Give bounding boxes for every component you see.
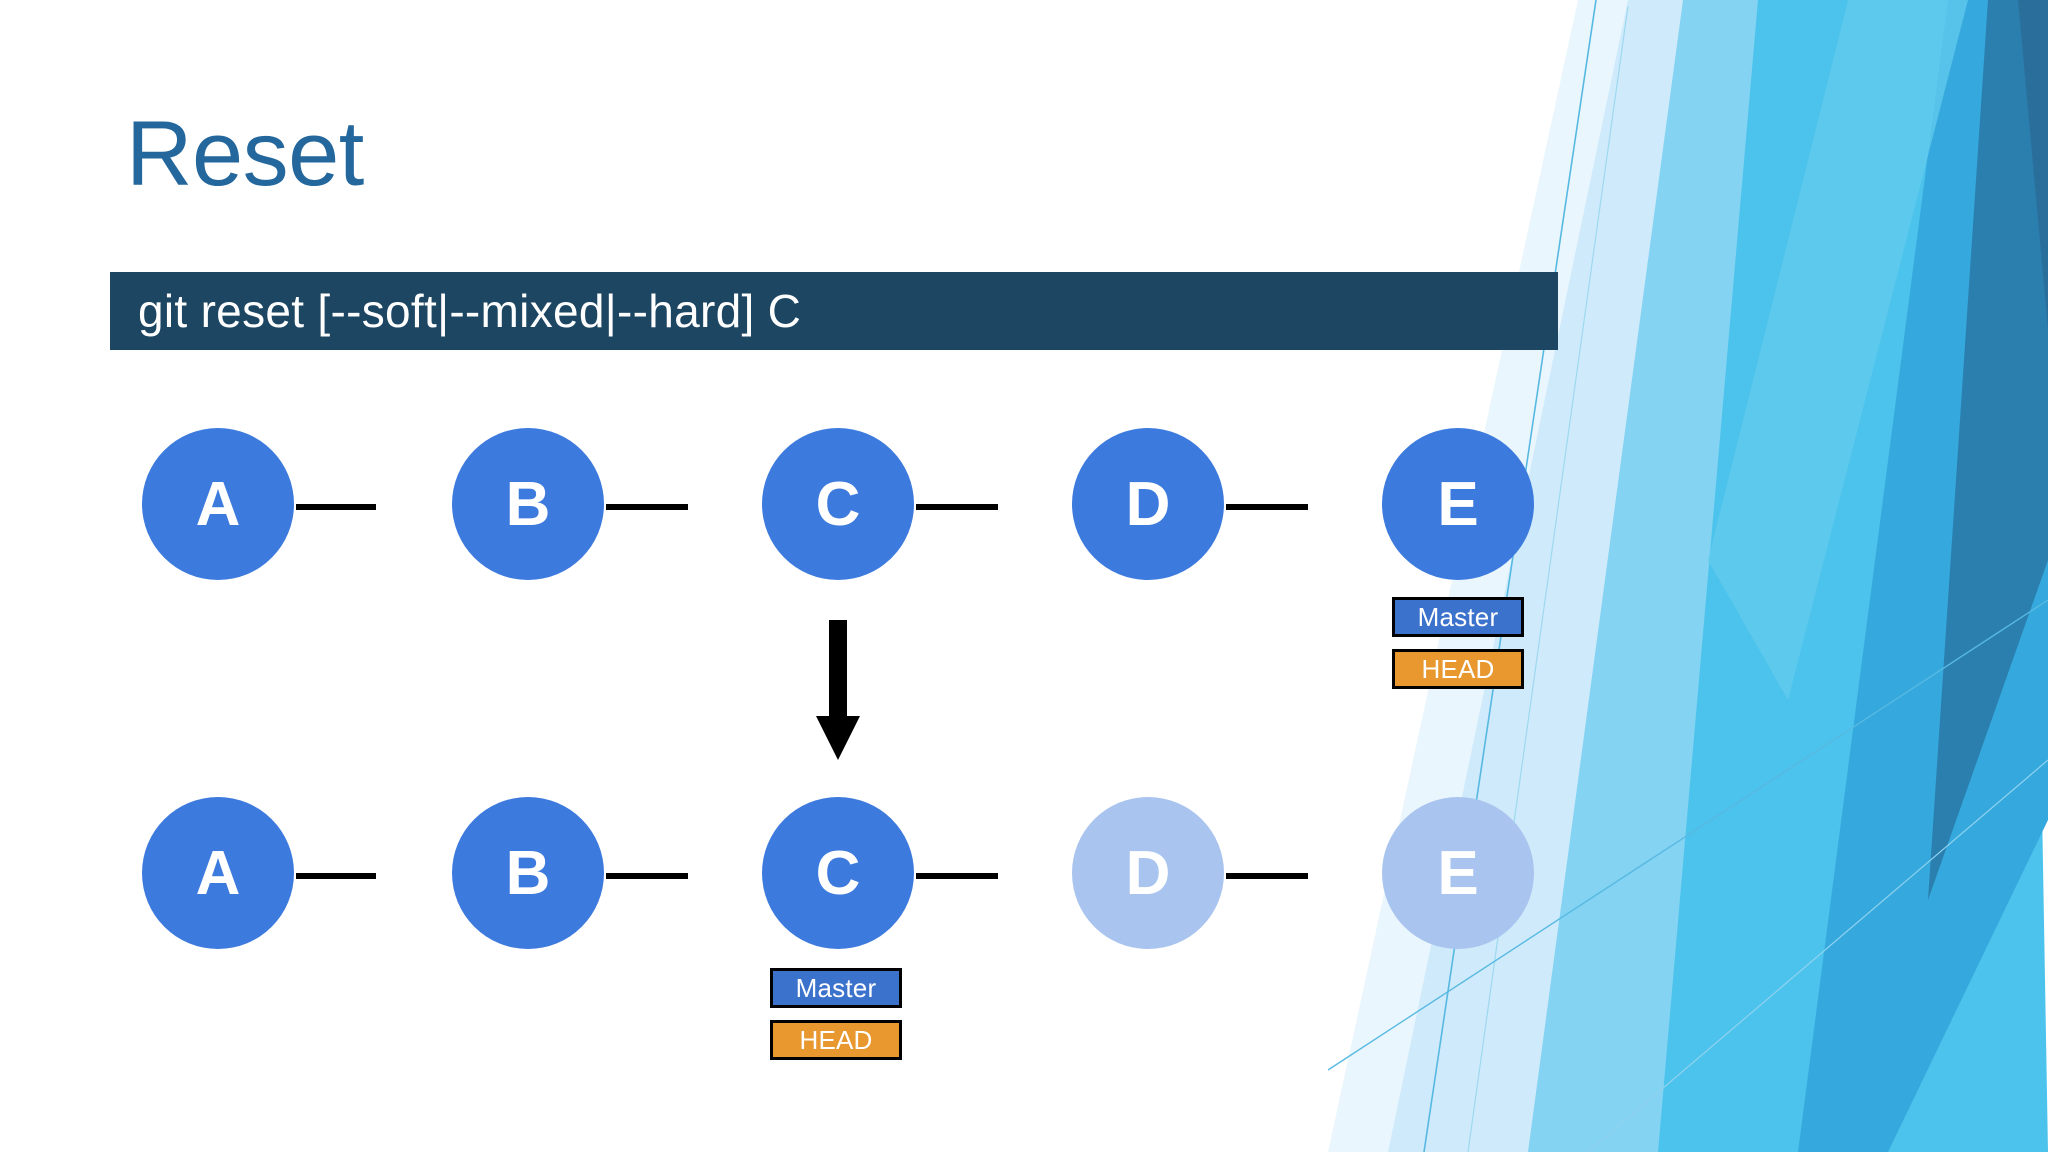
down-arrow-icon — [816, 620, 860, 760]
commit-node-label: C — [815, 469, 861, 539]
commit-node-label: B — [505, 838, 551, 908]
edge-d-e — [1226, 504, 1308, 510]
commit-node-label: B — [505, 469, 551, 539]
edge-b-c — [606, 504, 688, 510]
commit-node-label: A — [195, 838, 241, 908]
head-ref-label: HEAD — [1421, 653, 1495, 684]
commit-node-label: D — [1125, 838, 1171, 908]
edge-a-b — [296, 873, 376, 879]
page-title: Reset — [126, 103, 364, 205]
commit-graph-before: A B C D E — [0, 407, 2048, 607]
commit-node-d[interactable]: D — [1072, 428, 1224, 580]
commit-node-a[interactable]: A — [142, 428, 294, 580]
commit-node-c[interactable]: C — [762, 797, 914, 949]
commit-node-e[interactable]: E — [1382, 797, 1534, 949]
edge-c-d — [916, 873, 998, 879]
edge-b-c — [606, 873, 688, 879]
commit-node-label: A — [195, 469, 241, 539]
command-bar: git reset [--soft|--mixed|--hard] C — [110, 272, 1558, 350]
head-ref-badge-before[interactable]: HEAD — [1392, 649, 1524, 689]
edge-c-d — [916, 504, 998, 510]
commit-node-a[interactable]: A — [142, 797, 294, 949]
head-ref-label: HEAD — [799, 1024, 873, 1055]
commit-node-label: E — [1437, 838, 1479, 908]
commit-node-b[interactable]: B — [452, 797, 604, 949]
commit-node-label: D — [1125, 469, 1171, 539]
commit-node-c[interactable]: C — [762, 428, 914, 580]
commit-node-label: E — [1437, 469, 1479, 539]
commit-node-e[interactable]: E — [1382, 428, 1534, 580]
command-text: git reset [--soft|--mixed|--hard] C — [138, 285, 802, 337]
master-ref-label: Master — [795, 972, 877, 1003]
commit-graph-after: A B C D E — [0, 776, 2048, 976]
edge-d-e — [1226, 873, 1308, 879]
commit-node-label: C — [815, 838, 861, 908]
head-ref-badge-after[interactable]: HEAD — [770, 1020, 902, 1060]
master-ref-badge-after[interactable]: Master — [770, 968, 902, 1008]
commit-node-d[interactable]: D — [1072, 797, 1224, 949]
edge-a-b — [296, 504, 376, 510]
master-ref-label: Master — [1417, 601, 1499, 632]
commit-node-b[interactable]: B — [452, 428, 604, 580]
master-ref-badge-before[interactable]: Master — [1392, 597, 1524, 637]
